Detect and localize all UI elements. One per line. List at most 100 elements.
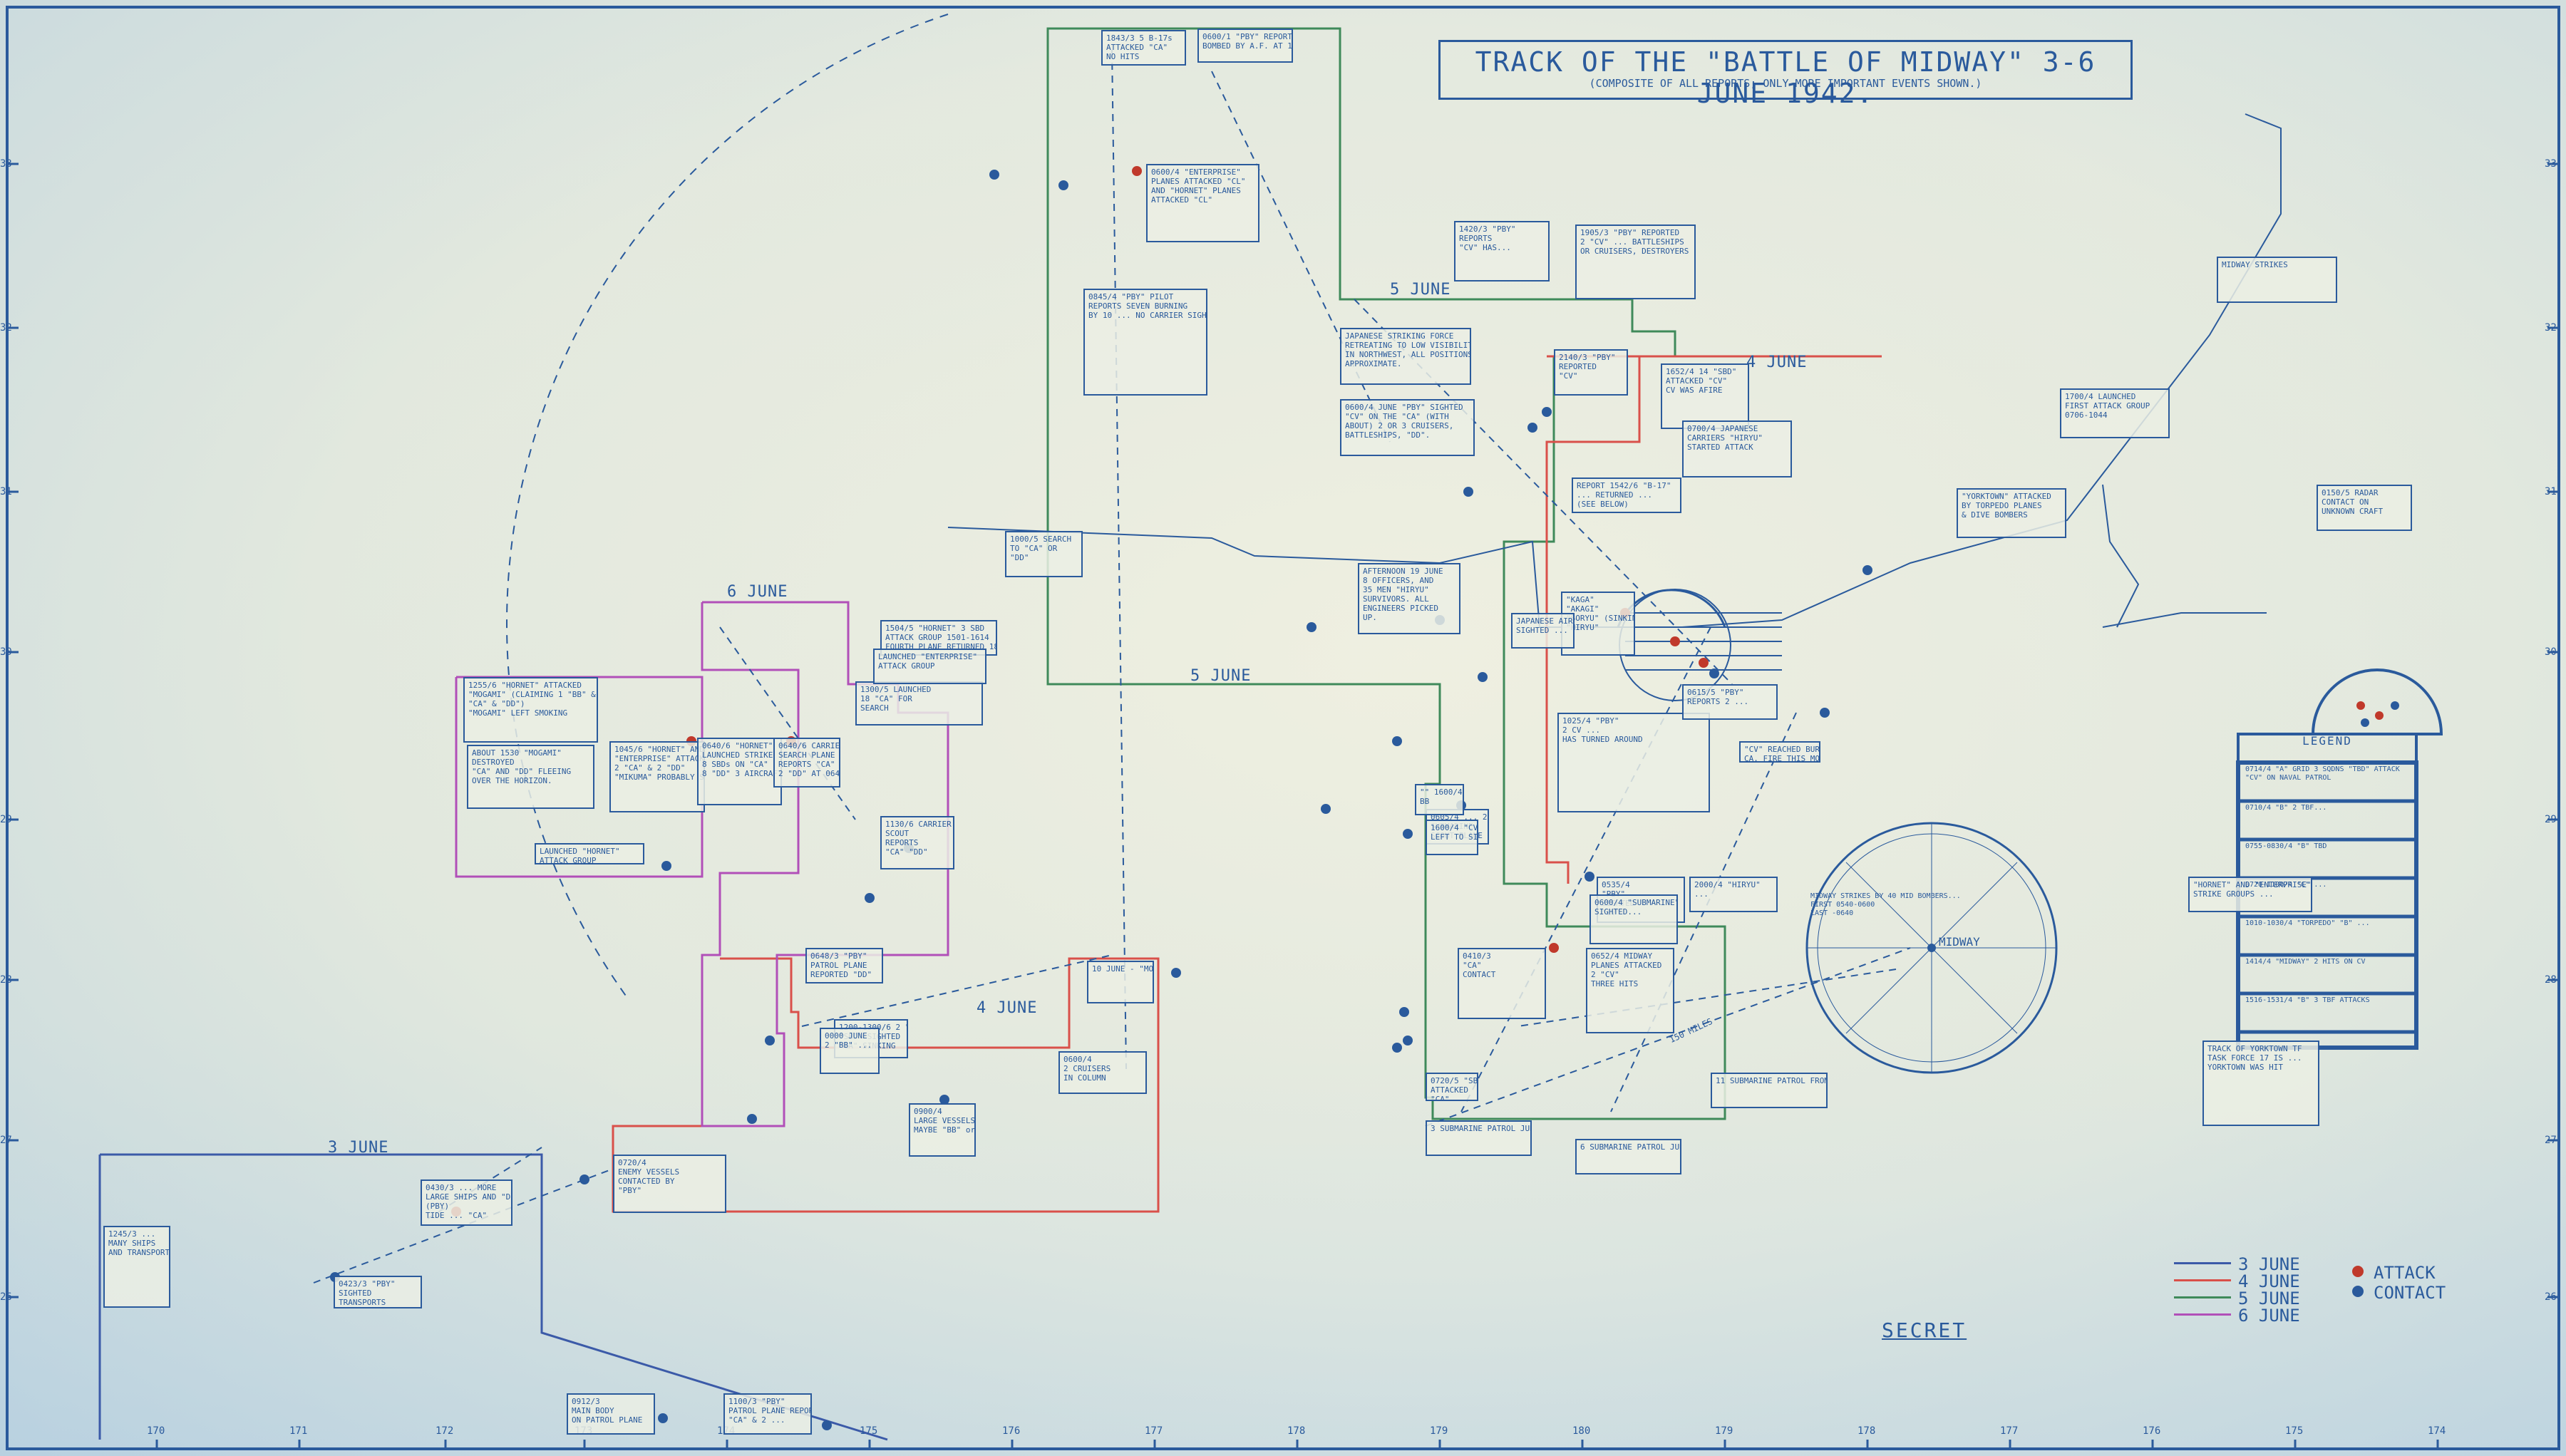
note-box-1800-japanese: ABOUT 1530 "MOGAMI" DESTROYED "CA" AND "… xyxy=(467,745,594,809)
legend-block xyxy=(2236,668,2443,1050)
legend-entry: 0710/4 "B" 2 TBF... xyxy=(2245,804,2327,812)
note-box-yorktown: "YORKTOWN" ATTACKED BY TORPEDO PLANES & … xyxy=(1957,488,2066,538)
day-label-june6: 6 JUNE xyxy=(727,583,788,601)
note-box-0845: 0845/4 "PBY" PILOT REPORTS SEVEN BURNING… xyxy=(1083,289,1207,396)
note-box-dawn-5: "CV" REACHED BURNING IN THE CA. FIRE THI… xyxy=(1739,741,1820,763)
right-coord: 26 xyxy=(2545,1291,2557,1303)
legend-entry: 0755-0830/4 "B" TBD xyxy=(2245,842,2327,850)
note-box-0600-1610: 0600/1 "PBY" REPORTS "CV" BOMBED BY A.F.… xyxy=(1197,29,1293,63)
track-diag-g xyxy=(801,954,1113,1027)
track-diag-j xyxy=(719,626,856,820)
note-box-0000-june: 0000 JUNE 2 "BB" ... xyxy=(820,1028,880,1074)
note-box-japanese-striking: JAPANESE STRIKING FORCE RETREATING TO LO… xyxy=(1340,328,1471,385)
june6-region-west xyxy=(455,676,704,878)
submarine-patrol-3: 3 SUBMARINE PATROL JUNE 3-6 xyxy=(1426,1120,1532,1156)
bottom-coord: 171 xyxy=(289,1425,308,1437)
track-diag-i xyxy=(313,1168,614,1284)
left-coord: 26 xyxy=(0,1291,12,1303)
right-coord: 33 xyxy=(2545,158,2557,170)
day-label-june5: 5 JUNE xyxy=(1390,281,1451,299)
bottom-coord: 176 xyxy=(1002,1425,1021,1437)
day-label-june3: 3 JUNE xyxy=(328,1139,389,1157)
track-east-b xyxy=(2102,612,2267,628)
note-box-2000-hiryu: 2000/4 "HIRYU" ... xyxy=(1689,877,1778,912)
june3-region-top xyxy=(100,1153,888,1441)
legend-date-label: 4 JUNE xyxy=(2238,1271,2300,1291)
track-east xyxy=(2102,484,2140,628)
bottom-coord: 174 xyxy=(2428,1425,2446,1437)
secret-stamp: SECRET xyxy=(1882,1318,1967,1342)
side-ticks xyxy=(7,162,2559,1298)
note-box-1420: 1420/3 "PBY" REPORTS "CV" HAS... xyxy=(1454,221,1550,282)
legend-line xyxy=(2174,1279,2231,1281)
track-diag-d xyxy=(1610,712,1797,1112)
track-diag-c xyxy=(1460,626,1711,1112)
left-coord: 33 xyxy=(0,158,12,170)
bottom-coord: 178 xyxy=(1287,1425,1306,1437)
note-box-afternoon: AFTERNOON 19 JUNE 8 OFFICERS, AND 35 MEN… xyxy=(1358,563,1460,634)
note-box-0150-radar: 0150/5 RADAR CONTACT ON UNKNOWN CRAFT xyxy=(2317,485,2412,531)
note-box-track-yorktown: TRACK OF YORKTOWN TF TASK FORCE 17 IS ..… xyxy=(2202,1041,2319,1126)
bottom-coord: 178 xyxy=(1857,1425,1876,1437)
left-coord: 27 xyxy=(0,1135,12,1146)
legend-date-label: 5 JUNE xyxy=(2238,1289,2300,1308)
legend-entry: 0714/4 "A" GRID 3 SQDNS "TBD" ATTACK "CV… xyxy=(2245,765,2400,782)
left-coord: 32 xyxy=(0,322,12,334)
note-box-launched-hornet: LAUNCHED "HORNET" ATTACK GROUP xyxy=(535,843,644,864)
note-box-0430-3: 0430/3 ... MORE LARGE SHIPS AND "DD"S (P… xyxy=(421,1179,512,1226)
note-box-2140: 2140/3 "PBY" REPORTED "CV" xyxy=(1554,349,1628,396)
note-box-0720-5: 0720/5 "SBD" ATTACKED "CA" ... xyxy=(1426,1073,1478,1101)
right-coord: 31 xyxy=(2545,486,2557,497)
note-box-1045-hornet: 1045/6 "HORNET" AND "ENTERPRISE" ATTACKE… xyxy=(609,741,705,812)
carrier-lines xyxy=(1625,612,1782,671)
note-box-1843: 1843/3 5 B-17s ATTACKED "CA" NO HITS xyxy=(1101,30,1186,66)
note-box-hornet-enterprise: "HORNET" AND "ENTERPRISE" STRIKE GROUPS … xyxy=(2188,877,2312,912)
legend-date-row: 5 JUNE xyxy=(2174,1289,2345,1308)
legend-entry: 1516-1531/4 "B" 3 TBF ATTACKS xyxy=(2245,996,2370,1004)
bottom-coord: 179 xyxy=(1715,1425,1733,1437)
legend-date-row: 3 JUNE xyxy=(2174,1254,2345,1274)
bottom-coord: 179 xyxy=(1430,1425,1448,1437)
map-title: TRACK OF THE "BATTLE OF MIDWAY" 3-6 JUNE… xyxy=(1475,46,2096,109)
note-box-0720-4: 0720/4 ENEMY VESSELS CONTACTED BY "PBY" xyxy=(613,1155,726,1213)
search-arc xyxy=(506,14,949,998)
legend-symbol-row: CONTACT xyxy=(2352,1283,2566,1303)
legend-header: LEGEND xyxy=(2302,734,2352,748)
note-box-0912-3: 0912/3 MAIN BODY ON PATROL PLANE xyxy=(567,1393,655,1435)
note-box-0648-3: 0648/3 "PBY" PATROL PLANE REPORTED "DD" xyxy=(805,948,883,983)
right-coord: 29 xyxy=(2545,814,2557,825)
legend-symbol-label: ATTACK xyxy=(2374,1263,2436,1283)
legend-line xyxy=(2174,1262,2231,1264)
midway-dot xyxy=(1927,944,1936,952)
legend-date-label: 3 JUNE xyxy=(2238,1254,2300,1274)
map-subtitle: (COMPOSITE OF ALL REPORTS; ONLY MORE IMP… xyxy=(1589,77,1982,90)
note-box-0410-3: 0410/3 "CA" CONTACT xyxy=(1458,948,1546,1019)
submarine-patrol-6: 6 SUBMARINE PATROL JUNE 3-6 xyxy=(1575,1139,1681,1174)
note-box-1300-search: 1300/5 LAUNCHED 18 "CA" FOR SEARCH xyxy=(855,681,983,726)
bottom-coord: 177 xyxy=(2000,1425,2019,1437)
day-label-june4: 4 JUNE xyxy=(977,999,1038,1017)
note-box-night-1: "" 1600/4 ... BB xyxy=(1415,784,1464,815)
note-box-1100-3: 1100/3 "PBY" PATROL PLANE REPORTS "CA" &… xyxy=(723,1393,812,1435)
note-box-sub-1: 0600/4 "SUBMARINE" SIGHTED... xyxy=(1589,894,1678,944)
note-box-0640-launched: 0640/6 "HORNET" LAUNCHED STRIKE 8 SBDs O… xyxy=(697,738,782,805)
midway-label: MIDWAY xyxy=(1939,935,1980,949)
note-box-1255-hornet: 1255/6 "HORNET" ATTACKED "MOGAMI" (CLAIM… xyxy=(463,677,598,743)
legend-date-label: 6 JUNE xyxy=(2238,1306,2300,1326)
note-box-1600-4-cv: 1600/4 "CV" LEFT TO SINK xyxy=(1426,820,1478,855)
track-diag-a xyxy=(1211,71,1391,443)
note-box-1652: 1652/4 14 "SBD" ATTACKED "CV" CV WAS AFI… xyxy=(1661,363,1749,429)
right-coord: 28 xyxy=(2545,974,2557,986)
left-coord: 28 xyxy=(0,974,12,986)
note-box-0100-jap: JAPANESE AIRCRAFT SIGHTED ... xyxy=(1511,613,1575,649)
note-box-enterprise-attack: LAUNCHED "ENTERPRISE" ATTACK GROUP xyxy=(873,649,986,684)
note-box-report-1542: REPORT 1542/6 "B-17" ... RETURNED ... (S… xyxy=(1572,477,1681,513)
note-box-0652-4: 0652/4 MIDWAY PLANES ATTACKED 2 "CV" THR… xyxy=(1586,948,1674,1033)
bottom-coord: 175 xyxy=(2285,1425,2304,1437)
bottom-ticks xyxy=(155,1440,2439,1449)
track-diag-e xyxy=(1425,947,1911,1127)
map-frame xyxy=(6,6,2560,1450)
track-north-south xyxy=(1111,49,1127,1070)
right-coord: 32 xyxy=(2545,322,2557,334)
